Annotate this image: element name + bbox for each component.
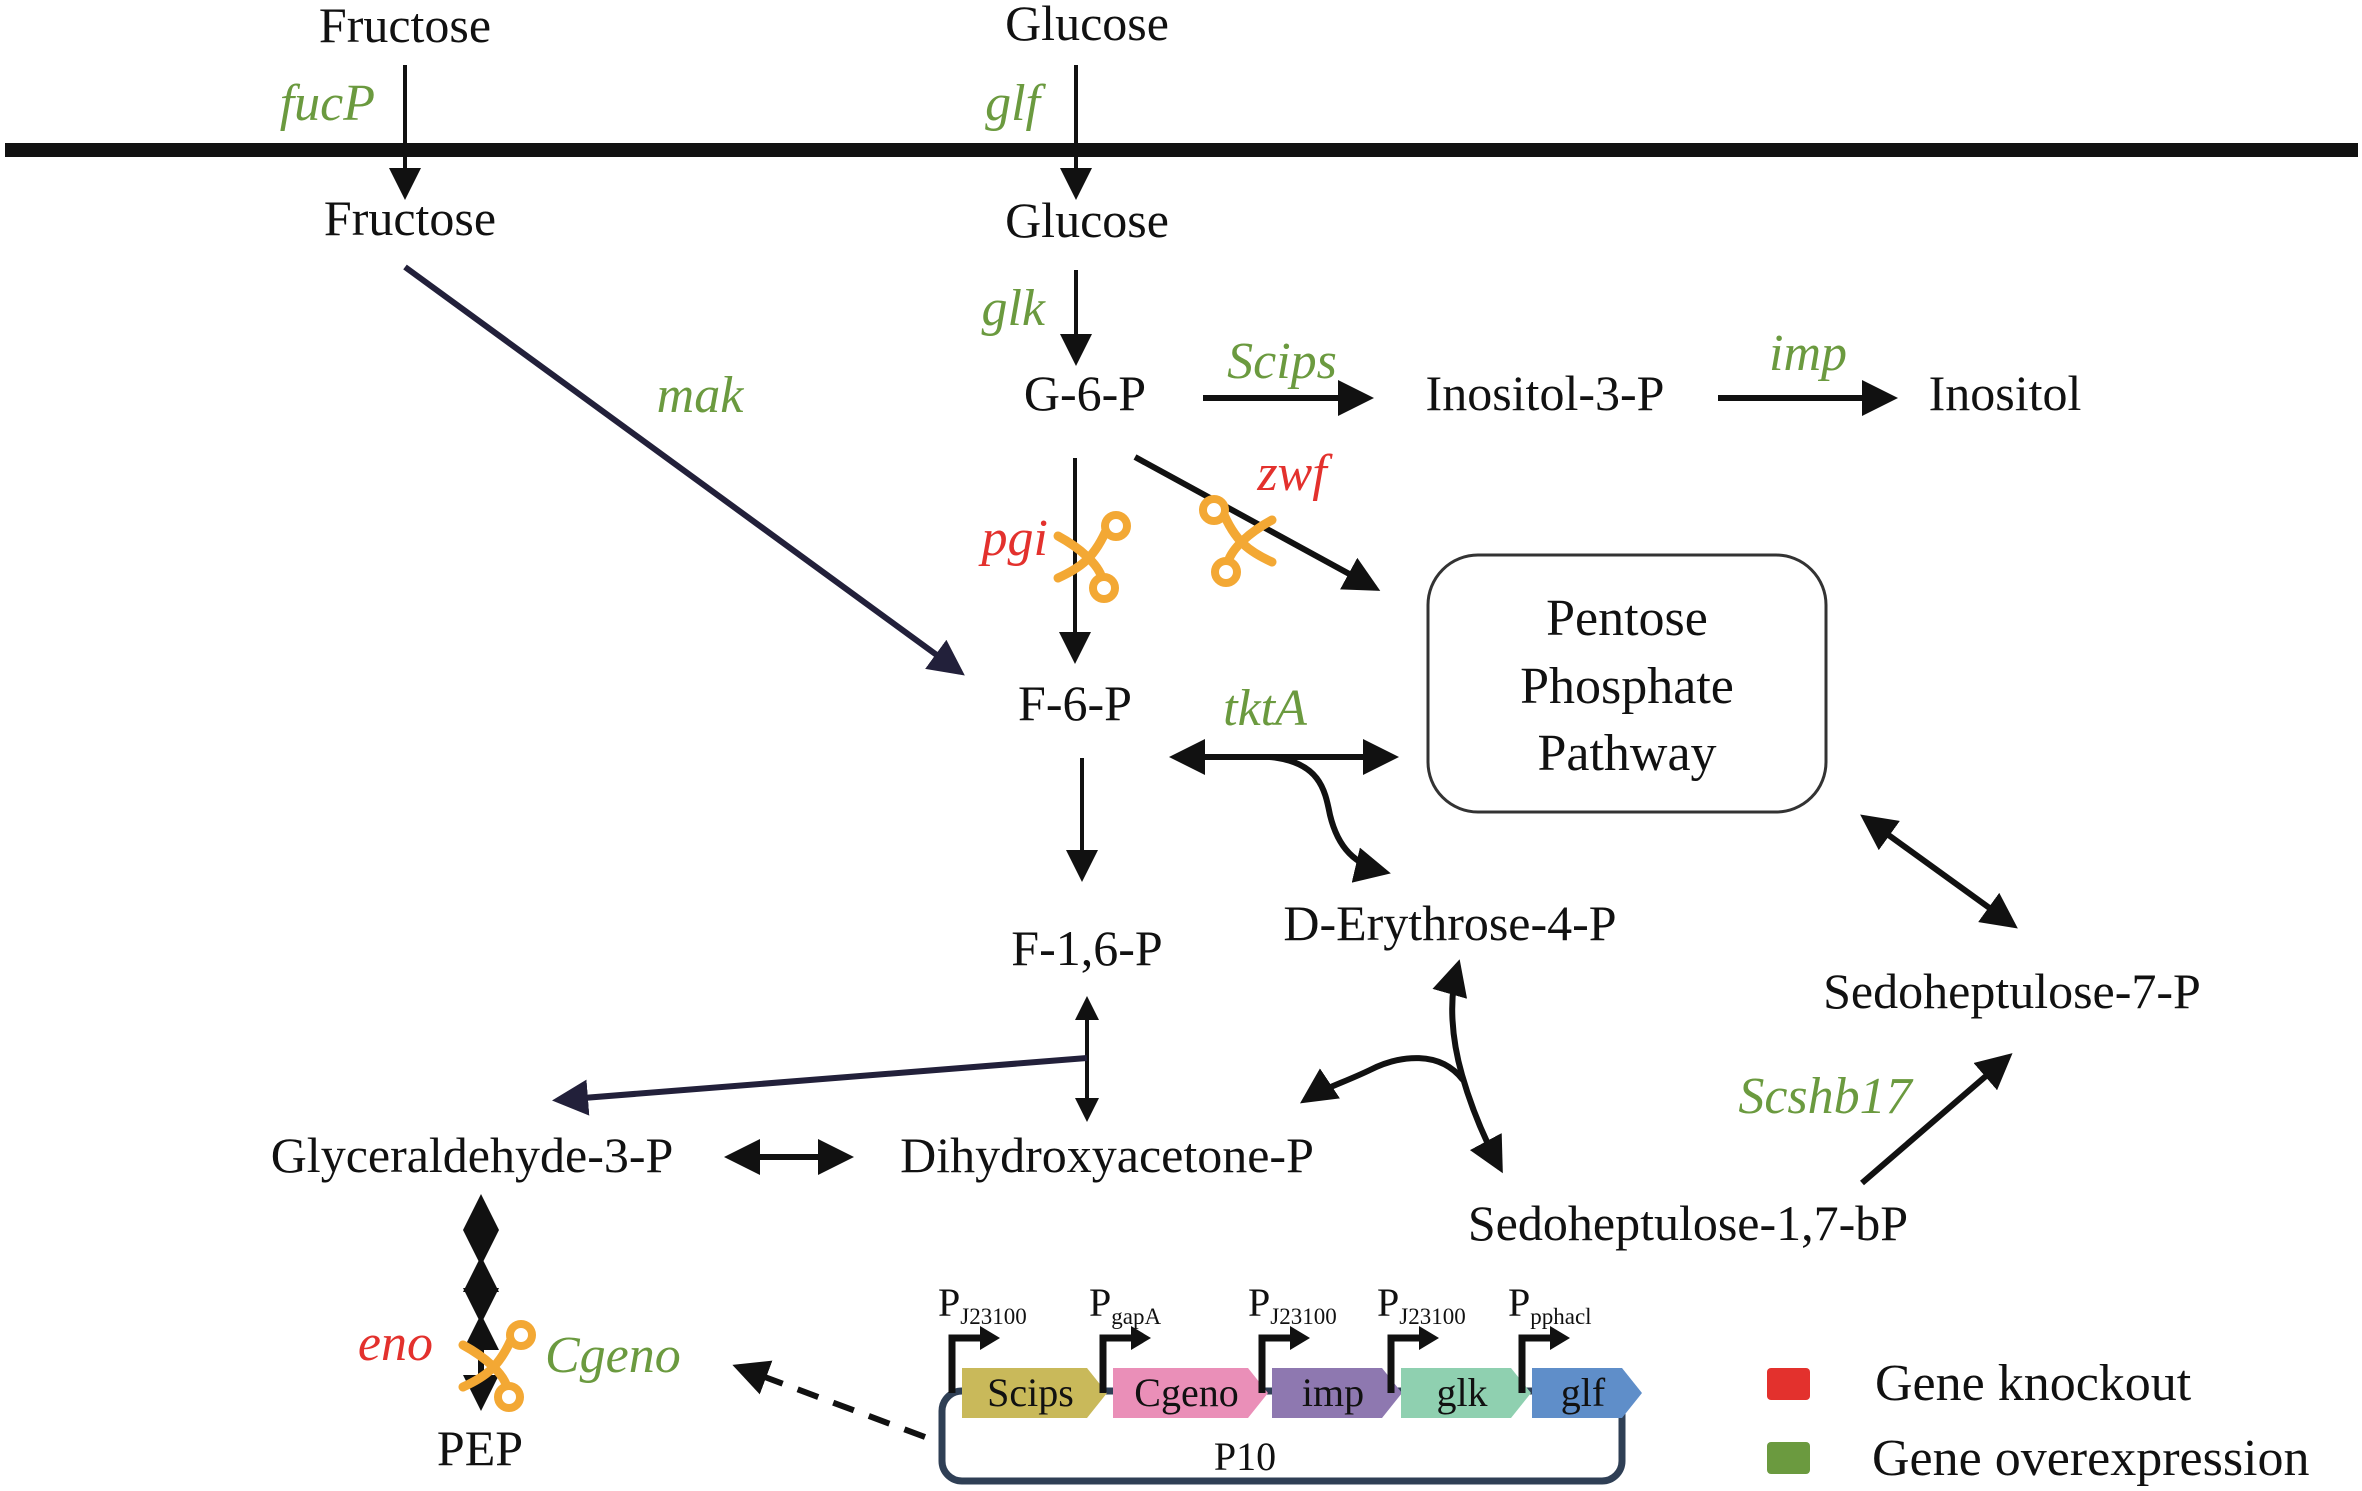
promoter-arrow-icon — [1099, 1334, 1133, 1393]
metabolite-dhap: Dihydroxyacetone-P — [900, 1127, 1314, 1183]
metabolite-s17bp: Sedoheptulose-1,7-bP — [1468, 1195, 1908, 1251]
metabolite-g6p: G-6-P — [1024, 365, 1146, 421]
gene-pgi: pgi — [978, 510, 1048, 567]
gene-zwf: zwf — [1256, 445, 1333, 502]
metabolite-fructose: Fructose — [324, 190, 496, 246]
e4p-to-s17bp-arrow — [1432, 959, 1503, 1174]
ppp-label-line2: Phosphate — [1520, 658, 1734, 715]
metabolite-e4p: D-Erythrose-4-P — [1283, 895, 1616, 951]
metabolite-inositol: Inositol — [1929, 365, 2082, 421]
promoter-label: Ppphacl — [1508, 1280, 1592, 1329]
promoter-arrowhead-icon — [1419, 1326, 1439, 1350]
metabolite-f16p: F-1,6-P — [1011, 920, 1162, 976]
plasmid-gene-imp — [1272, 1368, 1402, 1418]
gene-Cgeno: Cgeno — [545, 1327, 681, 1384]
promoter-arrow-icon — [1518, 1334, 1552, 1393]
metabolite-glucose: Glucose — [1005, 192, 1169, 248]
plasmid-gene-glk — [1401, 1368, 1531, 1418]
gene-Scips: Scips — [1227, 333, 1337, 390]
plasmid-gene-glf — [1532, 1368, 1642, 1418]
plasmid-gene-label: Scips — [987, 1370, 1074, 1415]
scissors-icon-eno — [463, 1324, 532, 1408]
extracellular-glucose: Glucose — [1005, 0, 1169, 51]
plasmid-gene-label: glk — [1436, 1370, 1487, 1415]
gene-mak: mak — [657, 367, 745, 424]
extracellular-fructose: Fructose — [319, 0, 491, 53]
plasmid-name: P10 — [1214, 1434, 1276, 1479]
plasmid-gene-label: glf — [1561, 1370, 1606, 1415]
legend-knockout-swatch — [1767, 1368, 1810, 1400]
promoter-arrow-icon — [1258, 1334, 1292, 1393]
metabolite-g3p: Glyceraldehyde-3-P — [271, 1127, 674, 1183]
gene-glf: glf — [985, 75, 1046, 132]
plasmid-gene-label: imp — [1302, 1370, 1364, 1415]
promoter-arrowhead-icon — [1290, 1326, 1310, 1350]
ppp-label-line1: Pentose — [1546, 590, 1708, 647]
promoter-label: PgapA — [1089, 1280, 1161, 1329]
gene-fucP: fucP — [280, 75, 375, 132]
scshb17-arrow — [1860, 1053, 2013, 1186]
promoter-arrowhead-icon — [1131, 1326, 1151, 1350]
promoter-arrow-icon — [1387, 1334, 1421, 1393]
gene-tktA: tktA — [1223, 680, 1307, 737]
plasmid-gene-label: Cgeno — [1134, 1370, 1238, 1415]
ppp-label-line3: Pathway — [1537, 725, 1716, 782]
promoter-arrowhead-icon — [980, 1326, 1000, 1350]
ppp-s7p-arrow — [1860, 814, 2018, 929]
promoter-label: PJ23100 — [1377, 1280, 1466, 1329]
metabolite-pep: PEP — [437, 1420, 523, 1476]
metabolite-f6p: F-6-P — [1018, 675, 1132, 731]
plasmid-gene-Scips — [962, 1368, 1107, 1418]
metabolite-inositol-3-p: Inositol-3-P — [1426, 365, 1665, 421]
mak-arrow — [403, 264, 965, 676]
plasmid-expression-dashed-arrow — [732, 1360, 927, 1440]
tktA-branch-to-e4p — [1269, 754, 1391, 883]
pentose-phosphate-pathway-box — [1426, 553, 1828, 814]
scissors-icon-pgi — [1058, 515, 1127, 599]
promoter-arrowhead-icon — [1550, 1326, 1570, 1350]
legend: Gene knockout Gene overexpression — [1767, 1355, 2310, 1487]
promoter-label: PJ23100 — [1248, 1280, 1337, 1329]
gene-eno: eno — [358, 1315, 433, 1372]
f16p-to-g3p-arrow — [552, 1055, 1088, 1116]
legend-knockout-label: Gene knockout — [1875, 1355, 2192, 1412]
gene-Scshb17: Scshb17 — [1738, 1068, 1913, 1125]
legend-overexpression-label: Gene overexpression — [1872, 1430, 2310, 1487]
legend-overexpression-swatch — [1767, 1442, 1810, 1474]
metabolite-s7p: Sedoheptulose-7-P — [1823, 963, 2201, 1019]
promoter-label: PJ23100 — [938, 1280, 1027, 1329]
plasmid-p10: P10 PJ23100ScipsPgapACgenoPJ23100impPJ23… — [938, 1280, 1642, 1485]
gene-imp: imp — [1769, 325, 1847, 382]
branch-to-dhap-arrow — [1300, 1055, 1466, 1104]
gene-glk: glk — [981, 280, 1045, 337]
zwf-arrow — [1133, 454, 1381, 591]
plasmid-gene-Cgeno — [1113, 1368, 1268, 1418]
promoter-arrow-icon — [948, 1334, 982, 1393]
